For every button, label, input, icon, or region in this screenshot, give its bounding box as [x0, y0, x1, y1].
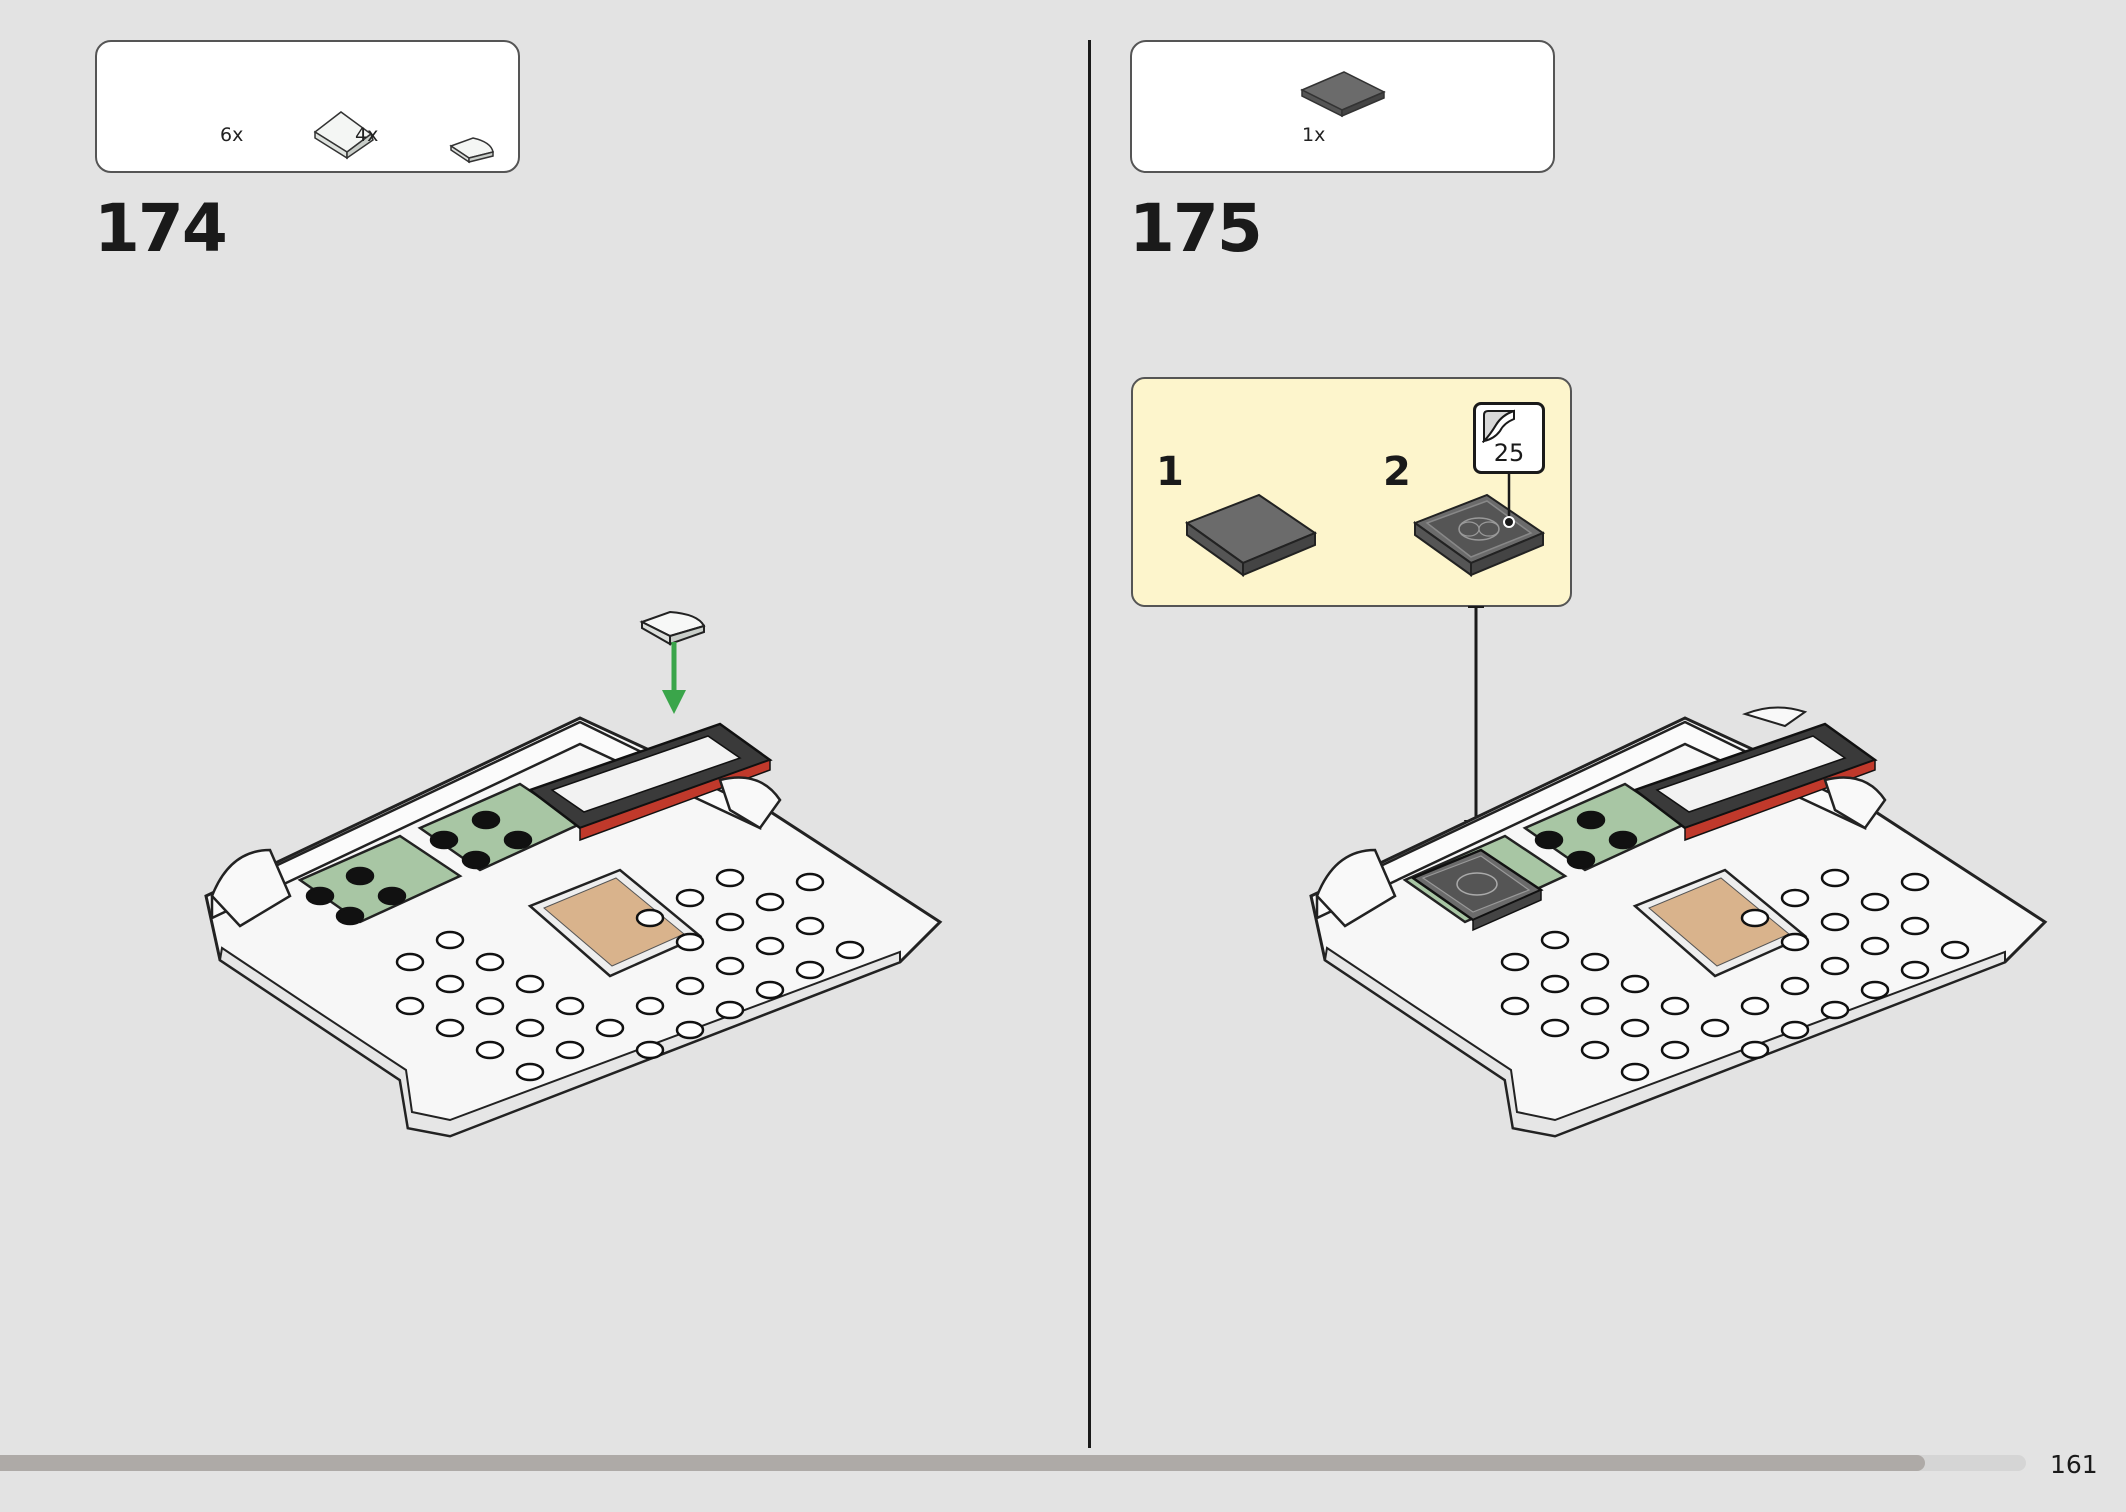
dark-gray-tile-part-icon: [1184, 493, 1318, 577]
progress-bar: [0, 1455, 2026, 1471]
page-divider: [1088, 40, 1091, 1448]
part-quantity: 4x: [355, 124, 379, 146]
placement-arrow-green-icon: [662, 642, 686, 714]
printed-tile-with-sticker-icon: [1412, 493, 1546, 577]
white-quarter-round-tile-part-icon: [639, 610, 706, 646]
step-number: 174: [94, 190, 228, 267]
parts-list-step-175: 1x: [1130, 40, 1555, 173]
parts-list-step-174: 6x 4x: [95, 40, 520, 173]
step-number: 175: [1129, 190, 1263, 267]
sticker-number: 25: [1493, 439, 1525, 467]
page-number: 161: [2050, 1450, 2098, 1479]
model-assembly-illustration: [1309, 706, 2048, 1138]
sub-step-number: 2: [1383, 449, 1411, 495]
sticker-indicator: 25: [1473, 402, 1545, 474]
model-assembly-illustration: [204, 716, 943, 1138]
part-quantity: 6x: [220, 124, 244, 146]
sub-step-number: 1: [1156, 449, 1184, 495]
white-quarter-round-tile-part-icon: [449, 137, 494, 164]
dark-gray-tile-part-icon: [1300, 71, 1386, 118]
sticker-peel-icon: [1482, 409, 1515, 443]
progress-bar-fill: [0, 1455, 1925, 1471]
part-quantity: 1x: [1302, 124, 1326, 146]
sticker-leader-line: [1503, 472, 1515, 528]
white-curved-slope-part-icon: [313, 111, 374, 160]
